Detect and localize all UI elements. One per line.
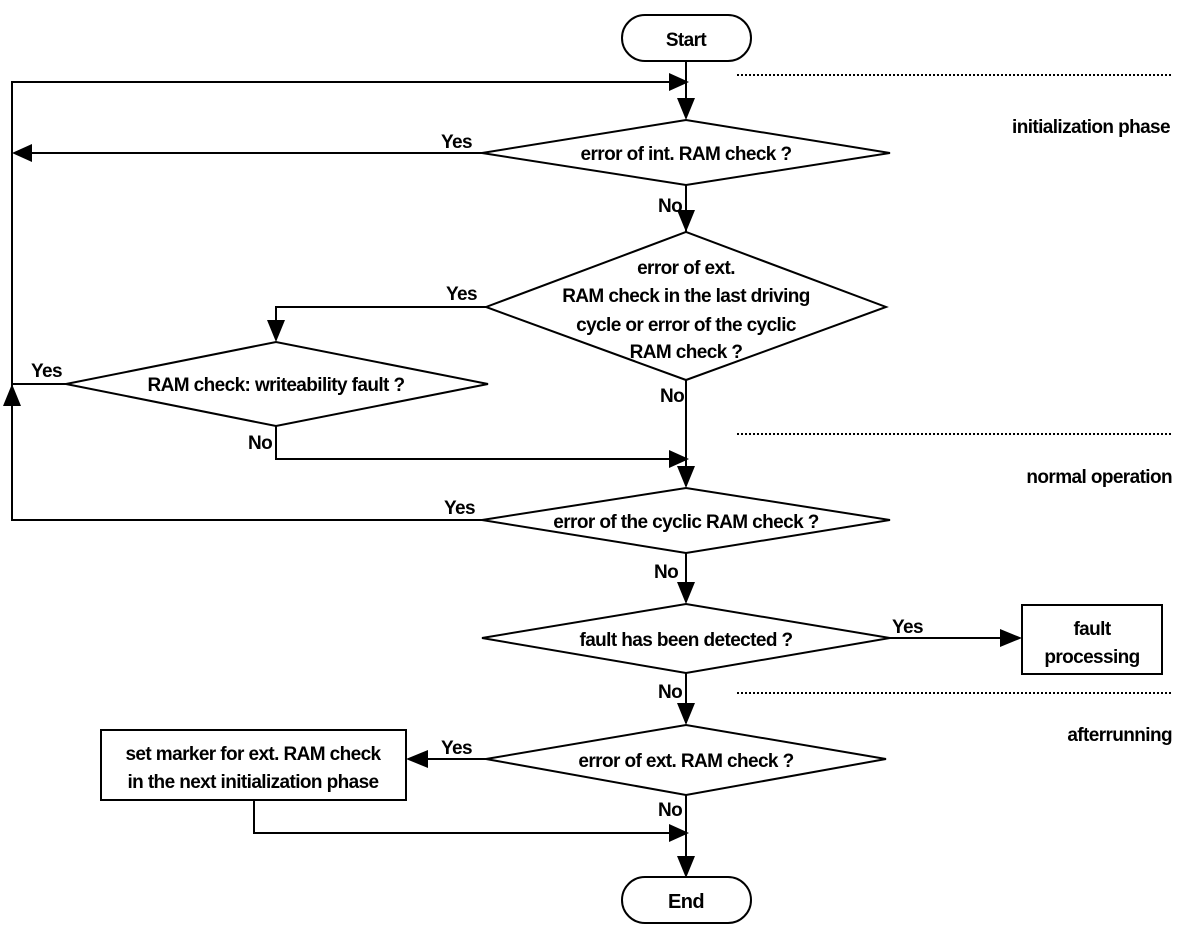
label-no-fault: No bbox=[658, 682, 682, 703]
decision-fault-detected: fault has been detected ? bbox=[481, 602, 891, 675]
arrowhead-loop-top bbox=[669, 73, 689, 91]
label-yes-fault: Yes bbox=[892, 617, 923, 638]
decision-int-ram-check-shape bbox=[481, 118, 891, 187]
arrowhead-marker-return bbox=[669, 824, 689, 842]
label-no-writeability: No bbox=[248, 433, 272, 454]
arrowhead-set-marker bbox=[406, 750, 428, 768]
label-yes-ext-last: Yes bbox=[446, 284, 477, 305]
process-set-marker: set marker for ext. RAM check in the nex… bbox=[100, 729, 407, 801]
edge-ext-last-yes bbox=[275, 306, 486, 327]
phase-label-initialization: initialization phase bbox=[1012, 117, 1170, 138]
start-terminal: Start bbox=[621, 14, 752, 62]
process-fault-processing-shape bbox=[1021, 604, 1163, 675]
decision-cyclic-ram-check-label: error of the cyclic RAM check ? bbox=[553, 512, 818, 533]
decision-int-ram-check: error of int. RAM check ? bbox=[481, 118, 891, 187]
decision-ext-last-line-4: RAM check ? bbox=[630, 342, 743, 363]
phase-label-afterrunning: afterrunning bbox=[1067, 725, 1172, 746]
arrowhead-int-check-yes bbox=[12, 144, 32, 162]
decision-ext-last-line-1: error of ext. bbox=[637, 258, 735, 279]
edge-writeability-no bbox=[275, 424, 672, 460]
arrowhead-cyclic bbox=[677, 466, 695, 488]
end-shape bbox=[621, 876, 752, 924]
arrowhead-ext-check bbox=[677, 703, 695, 725]
label-no-int-check: No bbox=[658, 196, 682, 217]
arrowhead-writeability bbox=[267, 320, 285, 342]
decision-ext-ram-check-last-shape bbox=[483, 230, 889, 382]
decision-ext-last-line-3: cycle or error of the cyclic bbox=[576, 315, 797, 336]
label-no-cyclic: No bbox=[654, 562, 678, 583]
arrowhead-fault bbox=[677, 582, 695, 604]
arrowhead-fault-processing bbox=[1000, 629, 1022, 647]
label-yes-ext-check: Yes bbox=[441, 738, 472, 759]
label-yes-int-check: Yes bbox=[441, 132, 472, 153]
edge-writeability-yes bbox=[11, 383, 66, 404]
decision-ext-ram-check: error of ext. RAM check ? bbox=[485, 723, 887, 797]
edge-cyclic-yes bbox=[11, 404, 482, 521]
end-terminal: End bbox=[621, 876, 752, 924]
process-set-marker-line-1: set marker for ext. RAM check bbox=[125, 744, 381, 765]
edge-marker-to-end bbox=[253, 800, 672, 834]
decision-writeability: RAM check: writeability fault ? bbox=[65, 340, 489, 428]
decision-writeability-shape bbox=[65, 340, 489, 428]
label-no-ext-last: No bbox=[660, 386, 684, 407]
start-label: Start bbox=[666, 30, 708, 51]
arrowhead-ext-last bbox=[677, 210, 695, 232]
decision-writeability-label: RAM check: writeability fault ? bbox=[148, 375, 405, 396]
decision-cyclic-ram-check: error of the cyclic RAM check ? bbox=[481, 486, 891, 555]
process-fault-processing: fault processing bbox=[1021, 604, 1163, 675]
decision-int-ram-check-label: error of int. RAM check ? bbox=[581, 144, 792, 165]
decision-ext-ram-check-label: error of ext. RAM check ? bbox=[578, 751, 793, 772]
decision-fault-detected-shape bbox=[481, 602, 891, 675]
process-set-marker-shape bbox=[100, 729, 407, 801]
arrowhead-writeability-no bbox=[669, 450, 689, 468]
decision-fault-detected-label: fault has been detected ? bbox=[579, 630, 792, 651]
process-fault-processing-line-1: fault bbox=[1073, 619, 1111, 640]
arrowhead-left-rail-up bbox=[3, 384, 21, 406]
label-no-ext-check: No bbox=[658, 800, 682, 821]
end-label: End bbox=[668, 891, 704, 913]
process-set-marker-line-2: in the next initialization phase bbox=[127, 772, 378, 793]
process-fault-processing-line-2: processing bbox=[1044, 647, 1139, 668]
decision-ext-ram-check-shape bbox=[485, 723, 887, 797]
decision-ext-last-line-2: RAM check in the last driving bbox=[562, 286, 810, 307]
arrowhead-int-check bbox=[677, 98, 695, 120]
label-yes-cyclic: Yes bbox=[444, 498, 475, 519]
start-shape bbox=[621, 14, 752, 62]
decision-ext-ram-check-last: error of ext. RAM check in the last driv… bbox=[483, 230, 889, 382]
decision-cyclic-ram-check-shape bbox=[481, 486, 891, 555]
phase-label-normal: normal operation bbox=[1026, 467, 1172, 488]
edge-loop-top bbox=[11, 81, 672, 384]
label-yes-writeability: Yes bbox=[31, 361, 62, 382]
arrowhead-end bbox=[677, 856, 695, 878]
